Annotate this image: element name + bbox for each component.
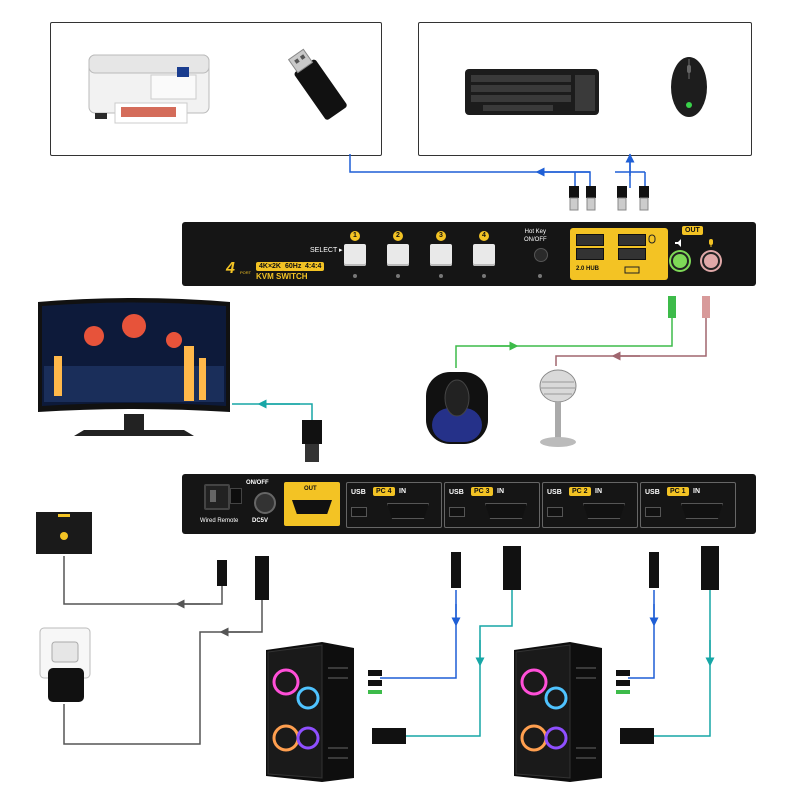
hdmi-in-port[interactable] xyxy=(485,503,527,519)
hdmi-pc-cable-a xyxy=(406,590,513,737)
pc-label: PC 3 xyxy=(471,487,493,496)
usb-label: USB xyxy=(547,489,562,496)
audio-mic-cable xyxy=(555,318,707,366)
spec-badge-chroma: 4:4:4 xyxy=(302,262,325,271)
usb-port-1[interactable] xyxy=(576,234,604,246)
kvm-front-panel: 4 PORT 4K×2K 60Hz 4:4:4 KVM SWITCH SELEC… xyxy=(182,222,756,286)
button-number-2: 2 xyxy=(393,231,403,241)
usb-b-port[interactable] xyxy=(645,507,661,517)
button-number-4: 4 xyxy=(479,231,489,241)
pc-tower-icon xyxy=(266,642,354,782)
power-switch[interactable] xyxy=(204,484,230,510)
wired-remote-port[interactable] xyxy=(230,488,242,504)
in-label: IN xyxy=(497,488,504,495)
hdmi-monitor-cable xyxy=(232,403,313,420)
spec-badge-refresh: 60Hz xyxy=(282,262,305,271)
wired-remote-icon xyxy=(36,512,92,554)
usb-pc-cable-b xyxy=(628,590,655,679)
in-label: IN xyxy=(693,488,700,495)
select-button-2[interactable] xyxy=(387,244,409,266)
speaker-icon xyxy=(675,239,681,247)
peripheral-box-right xyxy=(418,22,752,156)
usb-port-2[interactable] xyxy=(576,248,604,260)
led-3 xyxy=(439,274,443,278)
usb-flash-drive-icon xyxy=(287,48,347,120)
dc-power-jack[interactable] xyxy=(254,492,276,514)
pc-input-group-2: USB PC 2 IN xyxy=(542,482,638,528)
hdmi-out-port[interactable] xyxy=(292,500,332,514)
led-hotkey xyxy=(538,274,542,278)
usb-pc-cable-a xyxy=(380,590,457,679)
hotkey-label: Hot Key ON/OFF xyxy=(524,229,547,243)
pc-label: PC 4 xyxy=(373,487,395,496)
pc-label: PC 2 xyxy=(569,487,591,496)
hdmi-in-port[interactable] xyxy=(681,503,723,519)
button-number-3: 3 xyxy=(436,231,446,241)
in-label: IN xyxy=(595,488,602,495)
spec-badge-resolution: 4K×2K xyxy=(256,262,284,271)
hdmi-in-port[interactable] xyxy=(387,503,429,519)
keyboard-port-icon xyxy=(624,266,640,274)
hdmi-out-label: OUT xyxy=(304,486,317,492)
audio-out-jack[interactable] xyxy=(671,252,689,270)
monitor-icon xyxy=(38,298,230,436)
usb-label: USB xyxy=(449,489,464,496)
led-4 xyxy=(482,274,486,278)
mic-jack[interactable] xyxy=(702,252,720,270)
pc-input-group-4: USB PC 4 IN xyxy=(346,482,442,528)
power-adapter-icon xyxy=(39,627,91,702)
usb-b-port[interactable] xyxy=(449,507,465,517)
pc-input-group-1: USB PC 1 IN xyxy=(640,482,736,528)
kvm-rear-panel: Wired Remote ON/OFF DC5V OUT USB PC 4 IN… xyxy=(182,474,756,534)
led-1 xyxy=(353,274,357,278)
dc-label: DC5V xyxy=(252,518,269,524)
audio-out-label: OUT xyxy=(682,226,703,235)
usb-label: USB xyxy=(645,489,660,496)
usb-b-port[interactable] xyxy=(547,507,563,517)
keyboard-icon xyxy=(465,69,599,115)
hdmi-out-panel: OUT xyxy=(284,482,340,526)
power-label: ON/OFF xyxy=(246,480,269,486)
printer-icon xyxy=(88,54,210,124)
remote-cable xyxy=(63,556,223,605)
hub-label: 2.0 HUB xyxy=(576,266,600,272)
usb-b-port[interactable] xyxy=(351,507,367,517)
usb-printer-cable xyxy=(349,154,591,188)
model-label: KVM SWITCH xyxy=(256,272,308,281)
hdmi-in-port[interactable] xyxy=(583,503,625,519)
select-button-4[interactable] xyxy=(473,244,495,266)
hotkey-button[interactable] xyxy=(534,248,548,262)
audio-speaker-cable xyxy=(455,318,673,368)
microphone-icon xyxy=(709,239,713,247)
usb-label: USB xyxy=(351,489,366,496)
hdmi-pc-cable-b xyxy=(654,590,711,737)
usb-plug-group-top xyxy=(569,186,649,198)
usb-port-3[interactable] xyxy=(618,234,646,246)
microphone-device-icon xyxy=(539,369,577,447)
led-2 xyxy=(396,274,400,278)
select-button-3[interactable] xyxy=(430,244,452,266)
brand-number: 4 xyxy=(226,260,235,277)
pc-tower-icon xyxy=(514,642,602,782)
select-label: SELECT ▸ xyxy=(310,247,343,254)
mouse-icon xyxy=(671,57,707,117)
brand-sub: PORT xyxy=(240,270,252,275)
peripheral-box-left xyxy=(50,22,382,156)
in-label: IN xyxy=(399,488,406,495)
mouse-port-icon xyxy=(648,234,656,244)
remote-label: Wired Remote xyxy=(200,518,239,524)
usb-port-4[interactable] xyxy=(618,248,646,260)
pc-input-group-3: USB PC 3 IN xyxy=(444,482,540,528)
button-number-1: 1 xyxy=(350,231,360,241)
select-button-1[interactable] xyxy=(344,244,366,266)
hdmi-plug xyxy=(302,420,322,444)
usb-hub-panel: 2.0 HUB xyxy=(570,228,668,280)
smart-speaker-icon xyxy=(426,372,488,444)
pc-label: PC 1 xyxy=(667,487,689,496)
